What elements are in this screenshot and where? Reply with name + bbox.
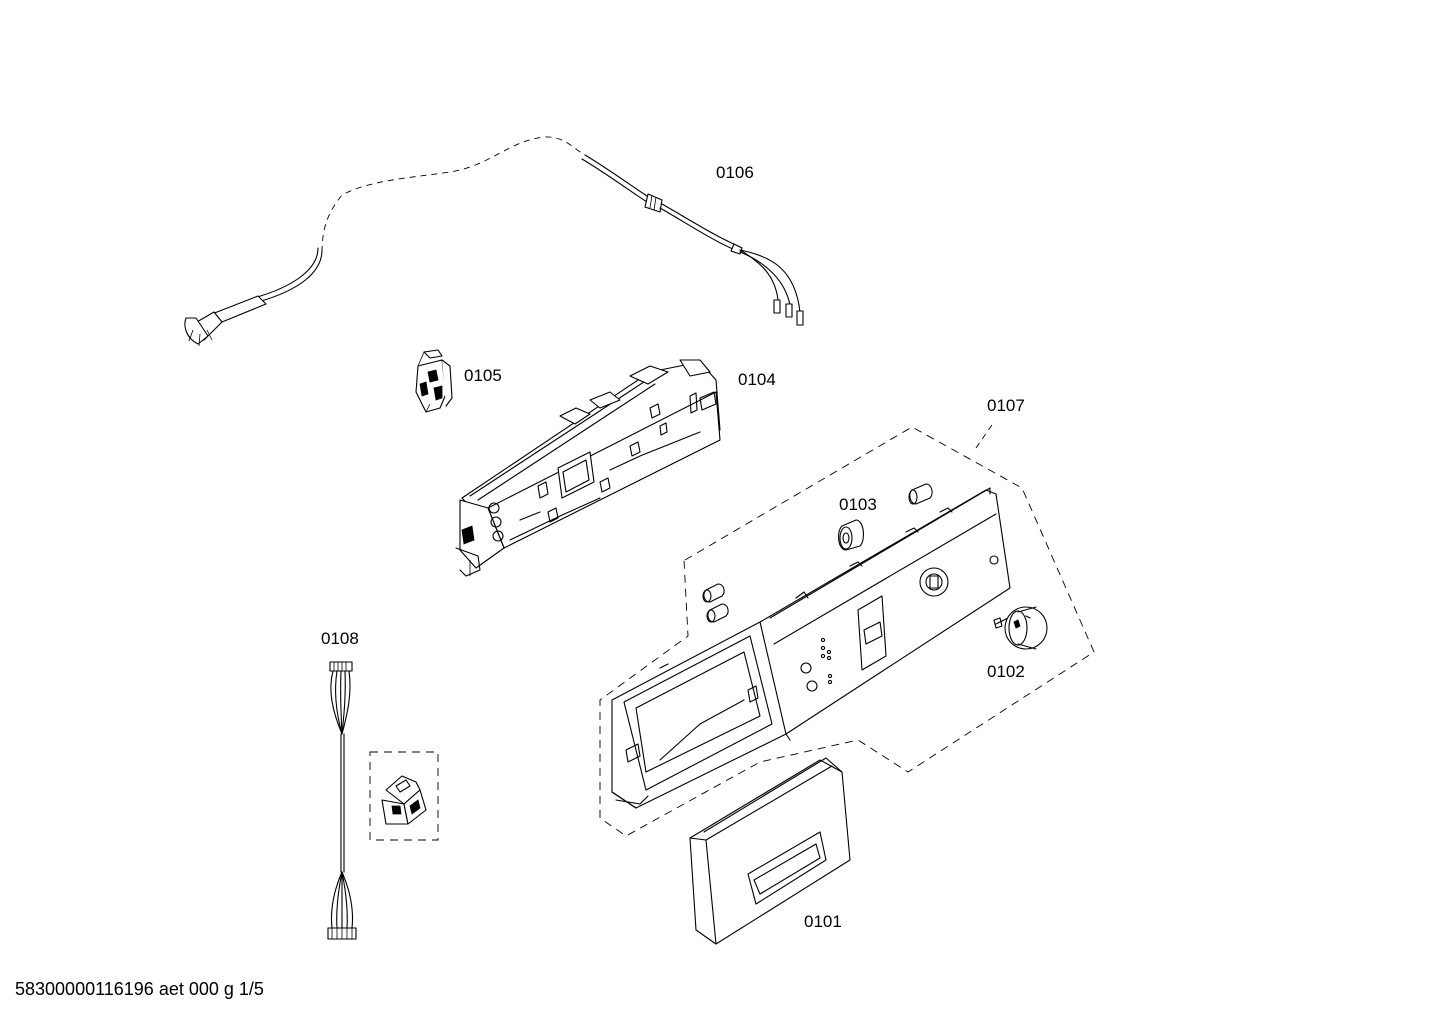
knob-bush-drawing [837,519,865,551]
control-panel-drawing [611,487,1011,809]
switch-small-drawing [381,775,427,825]
label-0101: 0101 [804,912,842,931]
label-0103: 0103 [839,495,877,514]
label-0107: 0107 [987,396,1025,415]
drawer-handle-drawing [689,757,851,945]
drawing-reference: 58300000116196 aet 000 g 1/5 [15,979,264,999]
label-0105: 0105 [464,366,502,385]
control-module-drawing [455,359,721,577]
leader-0107 [975,421,995,449]
label-0106: 0106 [716,163,754,182]
wire-harness-drawing [327,661,357,940]
label-0102: 0102 [987,662,1025,681]
power-cord-drawing [184,136,804,347]
switch-box-outline [369,751,439,841]
label-0108: 0108 [321,629,359,648]
label-0104: 0104 [738,370,776,389]
switch-drawing [415,349,453,413]
control-knob-drawing [993,606,1048,650]
assembly-outline [599,426,1095,837]
pin-parts [702,483,933,623]
